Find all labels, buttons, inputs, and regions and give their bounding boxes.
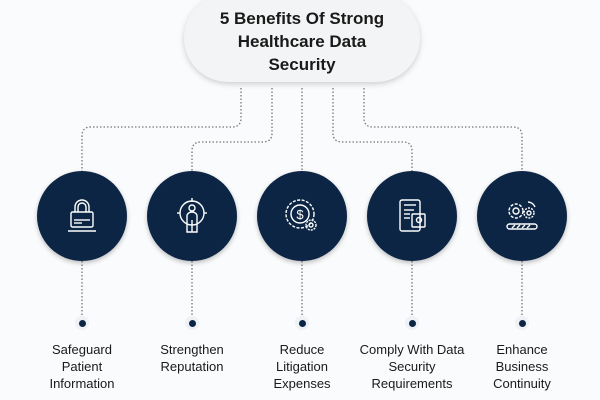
benefit-label-1: Safeguard Patient Information bbox=[49, 342, 115, 391]
connector-4 bbox=[332, 88, 413, 316]
connector-dot-1 bbox=[75, 316, 89, 330]
page-title: 5 Benefits Of Strong Healthcare Data Sec… bbox=[219, 8, 385, 74]
benefit-circle-5 bbox=[477, 171, 567, 261]
title-pill: 5 Benefits Of Strong Healthcare Data Sec… bbox=[184, 0, 420, 82]
benefit-circle-3: $ bbox=[257, 171, 347, 261]
benefit-label-3: Reduce Litigation Expenses bbox=[273, 342, 331, 391]
connector-dot-5 bbox=[515, 316, 529, 330]
benefit-circle-2 bbox=[147, 171, 237, 261]
connector-5 bbox=[363, 88, 523, 316]
benefit-circle-4 bbox=[367, 171, 457, 261]
connector-dot-2 bbox=[185, 316, 199, 330]
svg-text:$: $ bbox=[296, 207, 304, 222]
person-target-icon bbox=[177, 198, 207, 233]
dollar-gear-icon: $ bbox=[285, 199, 317, 231]
connector-dot-3 bbox=[295, 316, 309, 330]
connector-dot-4 bbox=[405, 316, 419, 330]
padlock-card-icon bbox=[68, 199, 96, 232]
gears-progress-icon bbox=[506, 201, 538, 230]
benefit-label-4: Comply With Data Security Requirements bbox=[359, 342, 465, 391]
connector-2 bbox=[191, 88, 273, 316]
benefit-label-5: Enhance Business Continuity bbox=[493, 342, 551, 391]
connector-1 bbox=[81, 88, 242, 316]
benefit-circle-1 bbox=[37, 171, 127, 261]
benefit-label-2: Strengthen Reputation bbox=[160, 342, 224, 374]
document-gear-icon bbox=[399, 199, 426, 232]
